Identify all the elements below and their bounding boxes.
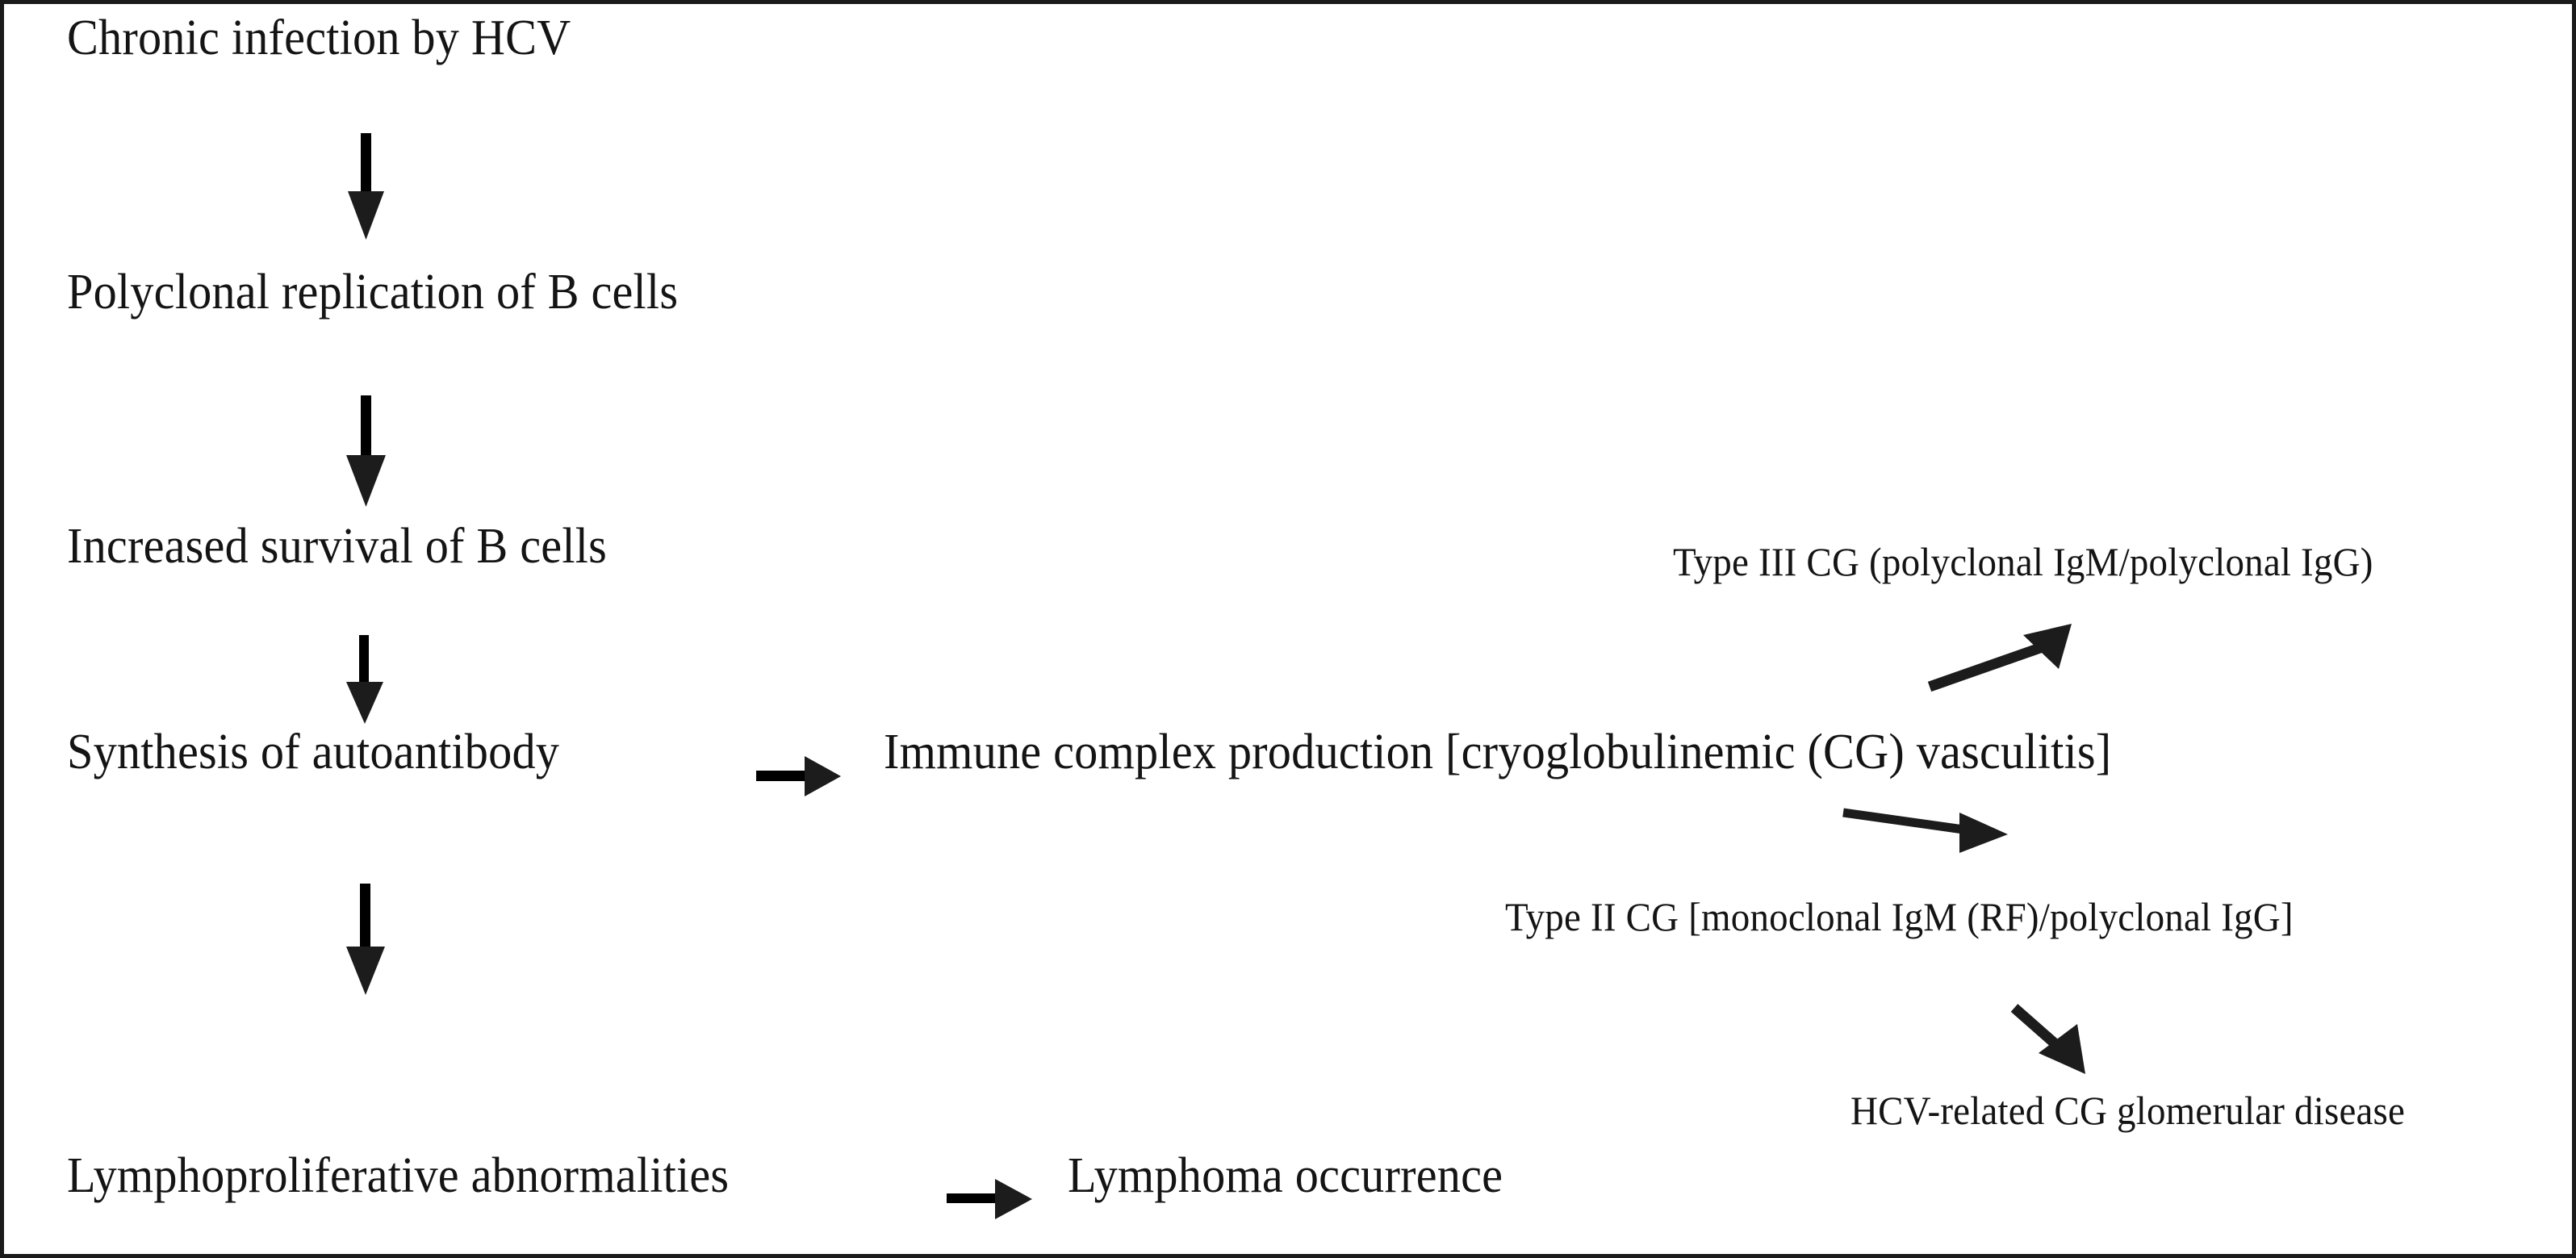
node-immune-complex: Immune complex production [cryoglobuline… — [884, 725, 2112, 779]
node-synthesis-autoantibody: Synthesis of autoantibody — [67, 725, 560, 779]
node-lymphoma-occurrence: Lymphoma occurrence — [1068, 1148, 1503, 1203]
node-increased-survival: Increased survival of B cells — [67, 519, 607, 574]
arrow-downright-type2-to-glomerular — [2010, 1004, 2085, 1074]
arrow-down-chronic-to-polyclonal — [348, 133, 384, 240]
node-polyclonal-replication: Polyclonal replication of B cells — [67, 265, 679, 320]
arrow-down-synthesis-to-lympho — [346, 884, 385, 995]
node-lymphoproliferative: Lymphoproliferative abnormalities — [67, 1148, 730, 1203]
arrow-right-lympho-to-lymphoma — [947, 1179, 1032, 1219]
arrow-right-immune-to-type2 — [1842, 808, 2008, 853]
arrow-down-polyclonal-to-survival — [346, 395, 386, 507]
arrow-upright-immune-to-type3 — [1927, 624, 2072, 692]
arrow-down-survival-to-synthesis — [346, 635, 383, 724]
arrow-right-synthesis-to-immune — [756, 756, 841, 796]
node-hcv-glomerular-disease: HCV-related CG glomerular disease — [1850, 1088, 2406, 1133]
node-type3-cg: Type III CG (polyclonal IgM/polyclonal I… — [1673, 539, 2373, 584]
node-chronic-infection: Chronic infection by HCV — [67, 10, 571, 65]
node-type2-cg: Type II CG [monoclonal IgM (RF)/polyclon… — [1505, 894, 2294, 939]
